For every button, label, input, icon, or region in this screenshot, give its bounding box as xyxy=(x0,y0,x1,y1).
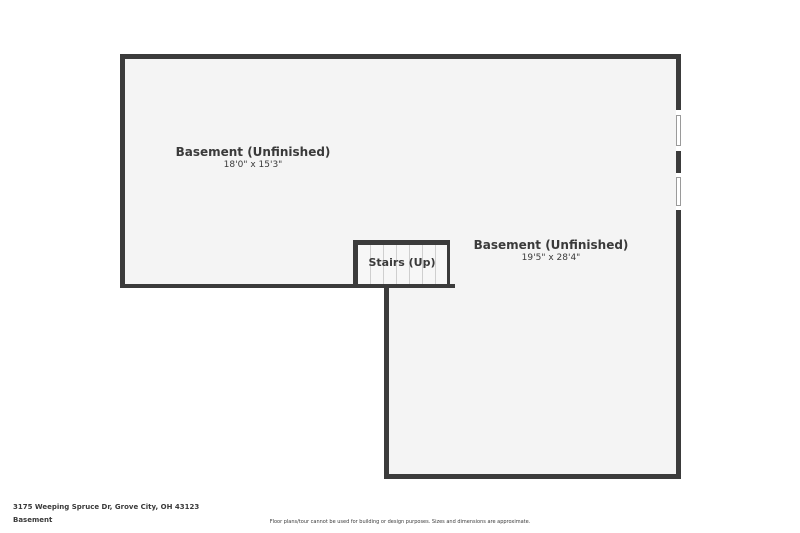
window-frame xyxy=(676,115,681,146)
stair-tread xyxy=(435,245,436,284)
stair-tread xyxy=(370,245,371,284)
room-name: Basement (Unfinished) xyxy=(473,238,629,252)
stair-tread xyxy=(396,245,397,284)
footer-level: Basement xyxy=(13,516,53,524)
room-name: Basement (Unfinished) xyxy=(175,145,331,159)
window xyxy=(676,173,681,210)
wall-mid-bottom xyxy=(120,284,455,288)
wall-top xyxy=(120,54,681,59)
stairs-label: Stairs (Up) xyxy=(368,256,436,269)
wall-lower-left xyxy=(384,284,389,479)
wall-stairs-right xyxy=(447,240,450,288)
window-frame xyxy=(676,177,681,206)
stair-tread xyxy=(383,245,384,284)
room-label-basement-upper: Basement (Unfinished) 18'0" x 15'3" xyxy=(176,145,331,171)
room-floor-lower-right xyxy=(389,284,676,474)
wall-left xyxy=(120,54,125,288)
window xyxy=(676,110,681,151)
room-label-basement-lower: Basement (Unfinished) 19'5" x 28'4" xyxy=(474,238,629,264)
wall-stairs-left xyxy=(353,240,358,288)
stair-tread xyxy=(409,245,410,284)
stair-tread xyxy=(422,245,423,284)
wall-bottom xyxy=(384,474,681,479)
footer-address: 3175 Weeping Spruce Dr, Grove City, OH 4… xyxy=(13,503,200,511)
wall-stairs-top xyxy=(353,240,450,245)
footer-disclaimer: Floor plans/tour cannot be used for buil… xyxy=(269,519,531,525)
room-dimensions: 18'0" x 15'3" xyxy=(223,160,283,170)
room-dimensions: 19'5" x 28'4" xyxy=(521,253,581,263)
stairs xyxy=(358,245,450,284)
wall-right xyxy=(676,54,681,479)
